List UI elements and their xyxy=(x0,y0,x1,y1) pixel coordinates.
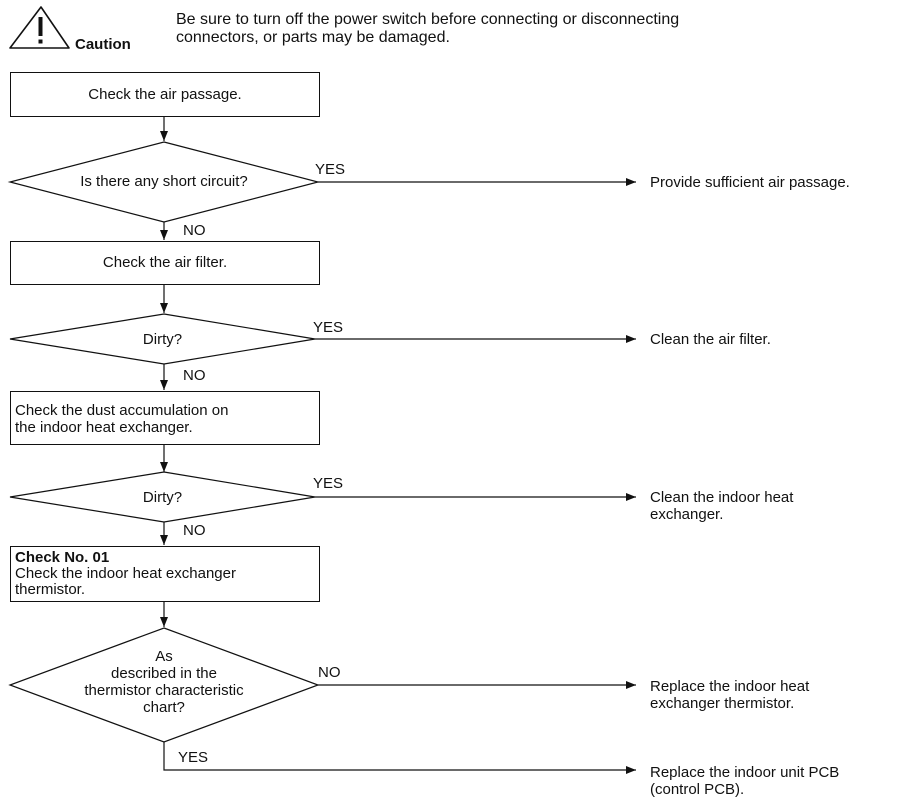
step-check-air-filter: Check the air filter. xyxy=(10,241,320,285)
decision-thermistor-no: NO xyxy=(318,664,341,681)
step-check-dust-line-2: the indoor heat exchanger. xyxy=(15,419,193,436)
caution-triangle-icon xyxy=(9,6,70,49)
step-check-no-01-line-1: Check the indoor heat exchanger xyxy=(15,565,236,582)
decision-dirty-filter-text: Dirty? xyxy=(142,331,183,348)
decision-thermistor-line-1: As xyxy=(155,648,173,665)
decision-dirty-filter-no: NO xyxy=(183,367,206,384)
decision-dirty-exchanger-text: Dirty? xyxy=(142,489,183,506)
step-check-air-filter-text: Check the air filter. xyxy=(102,254,228,271)
caution-message-line-2: connectors, or parts may be damaged. xyxy=(176,29,450,46)
result-provide-air-passage: Provide sufficient air passage. xyxy=(650,174,850,191)
step-check-no-01-title: Check No. 01 xyxy=(15,549,110,566)
caution-label: Caution xyxy=(75,36,131,53)
step-check-air-passage: Check the air passage. xyxy=(10,72,320,117)
decision-thermistor-line-4: chart? xyxy=(143,699,185,716)
caution-message-line-1: Be sure to turn off the power switch bef… xyxy=(176,11,680,28)
decision-dirty-exchanger-yes: YES xyxy=(313,475,344,492)
step-check-dust-line-1: Check the dust accumulation on xyxy=(15,402,229,419)
result-replace-pcb-line-1: Replace the indoor unit PCB xyxy=(650,764,840,781)
result-replace-thermistor-line-1: Replace the indoor heat xyxy=(650,678,810,695)
decision-thermistor-yes: YES xyxy=(178,749,209,766)
step-check-no-01: Check No. 01 Check the indoor heat excha… xyxy=(10,546,320,602)
decision-short-circuit-yes: YES xyxy=(315,161,346,178)
step-check-dust-accumulation: Check the dust accumulation on the indoo… xyxy=(10,391,320,445)
result-clean-exchanger-line-1: Clean the indoor heat xyxy=(650,489,794,506)
decision-thermistor-line-2: described in the xyxy=(111,665,217,682)
connector-yes-4 xyxy=(163,742,636,774)
result-clean-air-filter: Clean the air filter. xyxy=(650,331,771,348)
step-check-no-01-line-2: thermistor. xyxy=(15,581,86,598)
decision-dirty-filter-yes: YES xyxy=(313,319,344,336)
result-clean-exchanger-line-2: exchanger. xyxy=(650,506,724,523)
result-replace-thermistor-line-2: exchanger thermistor. xyxy=(650,695,795,712)
decision-short-circuit-text: Is there any short circuit? xyxy=(80,173,248,190)
result-replace-pcb-line-2: (control PCB). xyxy=(650,781,745,798)
decision-dirty-exchanger-no: NO xyxy=(183,522,206,539)
decision-thermistor-line-3: thermistor characteristic xyxy=(84,682,244,699)
decision-short-circuit-no: NO xyxy=(183,222,206,239)
step-check-air-passage-text: Check the air passage. xyxy=(88,86,242,103)
